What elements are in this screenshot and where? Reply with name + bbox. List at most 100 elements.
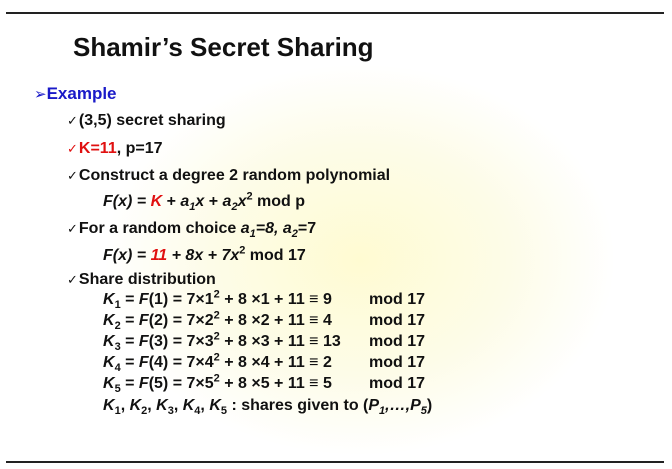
share-f: F: [138, 375, 149, 392]
shares-summary: K1, K2, K3, K4, K5 : shares given to (P1…: [103, 397, 433, 418]
poly-x2-sup: 2: [246, 190, 253, 203]
poly-a1: a: [180, 193, 190, 210]
share-k: K: [103, 333, 115, 350]
summary-ellipsis: ,…,: [385, 397, 411, 414]
summary-k-sub: 4: [194, 405, 201, 418]
choice-a2: a: [282, 220, 292, 237]
summary-k-sub: 1: [114, 405, 121, 418]
summary-k: K: [156, 397, 168, 414]
share-k: K: [103, 354, 115, 371]
bullet-secret-sharing: ✓(3,5) secret sharing: [67, 112, 226, 130]
share-f: F: [138, 333, 149, 350]
heading-text: Example: [46, 84, 117, 103]
poly-a2: a: [222, 193, 232, 210]
bullet-construct: ✓Construct a degree 2 random polynomial: [67, 167, 390, 185]
check-bullet-icon: ✓: [67, 141, 78, 156]
k-assignment: K=11: [78, 140, 117, 157]
share-eq: =: [120, 312, 139, 329]
summary-p: P: [410, 397, 421, 414]
share-arg: (1) = 7×1: [148, 291, 214, 308]
bullet-share-distribution: ✓Share distribution: [67, 271, 216, 289]
share-sup: 2: [213, 372, 220, 385]
bullet-text: (3,5) secret sharing: [78, 112, 226, 129]
share-f: F: [138, 354, 149, 371]
summary-sep: ,: [147, 397, 157, 414]
share-mod: mod 17: [369, 354, 426, 371]
choice-a1-sub: 1: [249, 228, 256, 241]
share-eq: =: [120, 375, 139, 392]
poly-a2-sub: 2: [231, 201, 238, 214]
check-bullet-icon: ✓: [67, 221, 78, 236]
share-arg: (4) = 7×4: [148, 354, 214, 371]
summary-close: ): [426, 397, 433, 414]
poly-x1: x: [195, 193, 205, 210]
poly-k-value: 11: [150, 247, 168, 264]
share-mod: mod 17: [369, 375, 426, 392]
share-result: + 8 ×5 + 11 ≡ 5: [219, 375, 332, 392]
bullet-text: Construct a degree 2 random polynomial: [78, 167, 391, 184]
specific-polynomial: F(x) = 11 + 8x + 7x2 mod 17: [103, 244, 306, 265]
summary-p-sub: 1: [379, 405, 386, 418]
poly-plus: +: [204, 193, 223, 210]
choice-a2-value: =7: [297, 220, 317, 237]
share-result: + 8 ×3 + 11 ≡ 13: [219, 333, 341, 350]
share-k-sub: 3: [114, 341, 121, 354]
summary-k: K: [182, 397, 195, 414]
poly-mod: mod p: [252, 193, 306, 210]
share-k-sub: 4: [114, 362, 121, 375]
bottom-rule: [6, 461, 664, 463]
poly-k: K: [150, 193, 163, 210]
poly-lhs: F(x) =: [103, 193, 151, 210]
share-f: F: [138, 312, 149, 329]
poly-plus: +: [162, 193, 181, 210]
choice-text: For a random choice: [78, 220, 241, 237]
share-arg: (2) = 7×2: [148, 312, 214, 329]
check-bullet-icon: ✓: [67, 272, 78, 287]
summary-p-sub: 5: [420, 405, 427, 418]
summary-k-sub: 3: [167, 405, 174, 418]
share-k-sub: 1: [114, 299, 121, 312]
summary-sep: ,: [200, 397, 210, 414]
share-k: K: [103, 375, 115, 392]
summary-k-sub: 5: [220, 405, 227, 418]
example-heading: ➢Example: [34, 84, 117, 104]
choice-a1: a: [240, 220, 250, 237]
share-mod: mod 17: [369, 291, 426, 308]
share-arg: (3) = 7×3: [148, 333, 214, 350]
share-eq: =: [120, 333, 139, 350]
poly-lhs: F(x) =: [103, 247, 151, 264]
choice-a1-value: =8,: [255, 220, 283, 237]
share-result: + 8 ×4 + 11 ≡ 2: [219, 354, 332, 371]
summary-k: K: [129, 397, 142, 414]
share-result: + 8 ×2 + 11 ≡ 4: [219, 312, 332, 329]
top-rule: [6, 12, 664, 14]
poly-a1-sub: 1: [189, 201, 196, 214]
share-k: K: [103, 291, 115, 308]
check-bullet-icon: ✓: [67, 113, 78, 128]
summary-p: P: [368, 397, 380, 414]
arrow-bullet-icon: ➢: [34, 86, 47, 103]
p-assignment: , p=17: [116, 140, 163, 157]
share-eq: =: [120, 291, 139, 308]
share-mod: mod 17: [369, 333, 426, 350]
poly-x2: x: [237, 193, 247, 210]
summary-k-sub: 2: [141, 405, 148, 418]
share-sup: 2: [213, 309, 220, 322]
bullet-random-choice: ✓For a random choice a1=8, a2=7: [67, 220, 317, 241]
check-bullet-icon: ✓: [67, 168, 78, 183]
summary-text: : shares given to (: [227, 397, 369, 414]
share-f: F: [138, 291, 149, 308]
share-result: + 8 ×1 + 11 ≡ 9: [219, 291, 332, 308]
share-sup: 2: [213, 288, 220, 301]
poly-x2-sup: 2: [239, 244, 246, 257]
summary-sep: ,: [120, 397, 130, 414]
generic-polynomial: F(x) = K + a1x + a2x2 mod p: [103, 190, 306, 214]
share-k-sub: 2: [114, 320, 121, 333]
poly-terms: + 8x + 7x: [167, 247, 240, 264]
bullet-text: Share distribution: [78, 271, 216, 288]
share-mod: mod 17: [369, 312, 426, 329]
share-k: K: [103, 312, 115, 329]
share-eq: =: [120, 354, 139, 371]
share-arg: (5) = 7×5: [148, 375, 214, 392]
bullet-parameters: ✓K=11, p=17: [67, 140, 163, 158]
